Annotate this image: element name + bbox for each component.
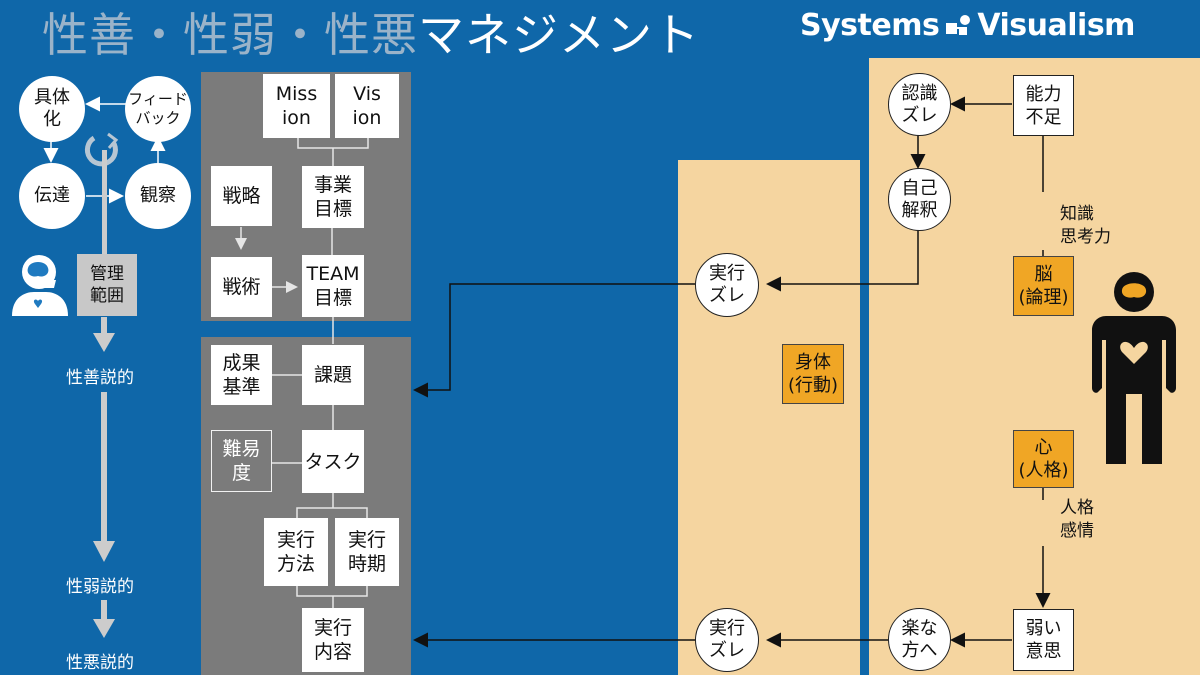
theory-evil-label: 性悪説的 (66, 653, 134, 673)
execution-gap-top-node: 実行 ズレ (695, 253, 759, 317)
ability-lack-box: 能力 不足 (1013, 75, 1074, 136)
strategy-box: 戦略 (211, 166, 272, 226)
tactics-box: 戦術 (211, 257, 272, 317)
result-criteria-box: 成果 基準 (211, 345, 272, 405)
title-part1: 性善・性弱・性悪 (42, 8, 418, 62)
mission-box: Miss ion (263, 74, 330, 138)
self-interpretation-node: 自己 解釈 (888, 168, 951, 231)
person-brain-heart-icon (1086, 270, 1182, 466)
knowledge-thinking-label: 知識 思考力 (1060, 204, 1111, 247)
task-box: タスク (302, 430, 364, 493)
brand-right: Visualism (977, 8, 1135, 43)
theory-good-label: 性善説的 (66, 368, 134, 388)
heart-personality-box: 心 (人格) (1013, 430, 1074, 488)
concretize-node: 具体 化 (19, 76, 85, 142)
observe-node: 観察 (125, 163, 191, 229)
brand-left: Systems (800, 8, 940, 43)
refresh-cycle-icon (84, 132, 119, 167)
timing-box: 実行 時期 (335, 518, 399, 586)
weak-will-box: 弱い 意思 (1013, 609, 1074, 671)
easy-way-node: 楽な 方へ (888, 608, 951, 671)
difficulty-box: 難易 度 (211, 430, 272, 492)
brand-logo: Systems Visualism (800, 8, 1135, 43)
systems-visualism-logo-icon (945, 13, 971, 39)
feedback-node: フィード バック (125, 76, 191, 142)
transmit-node: 伝達 (19, 163, 85, 229)
team-goal-box: TEAM 目標 (302, 255, 364, 317)
personality-emotion-label: 人格 感情 (1060, 498, 1094, 541)
title-part2: マネジメント (418, 8, 700, 62)
body-panel (678, 160, 860, 675)
recognition-gap-node: 認識 ズレ (888, 73, 951, 136)
issue-box: 課題 (302, 345, 364, 405)
vision-box: Vis ion (335, 74, 399, 138)
body-action-box: 身体 (行動) (782, 344, 844, 404)
page-title: 性善・性弱・性悪マネジメント (42, 4, 700, 66)
management-scope-label: 管理 範囲 (77, 254, 137, 316)
head-brain-icon (8, 252, 72, 316)
theory-weak-label: 性弱説的 (66, 577, 134, 597)
execution-gap-bottom-node: 実行 ズレ (695, 608, 759, 672)
method-box: 実行 方法 (264, 518, 328, 586)
business-goal-box: 事業 目標 (302, 166, 364, 228)
brain-logic-box: 脳 (論理) (1013, 256, 1074, 316)
content-box: 実行 内容 (302, 608, 364, 672)
